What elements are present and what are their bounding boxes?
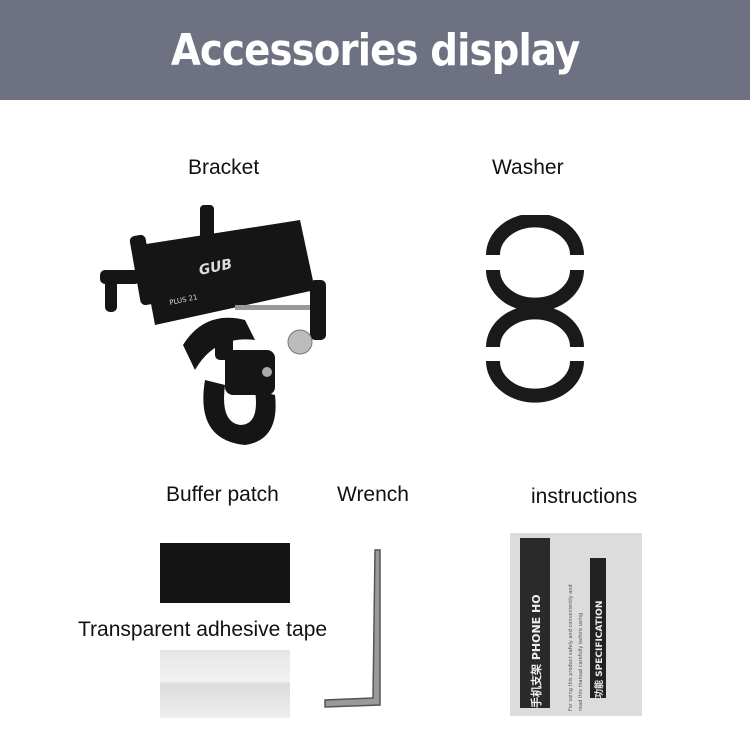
tape-label: Transparent adhesive tape <box>78 618 328 641</box>
wrench-image <box>324 549 381 708</box>
wrench-label: Wrench <box>337 483 409 506</box>
manual-line-1: For using this product safely and conven… <box>568 584 574 711</box>
manual-heading: 手机支架 PHONE HO <box>529 594 543 708</box>
bracket-brand-text: GUB <box>198 256 234 279</box>
page-title: Accessories display <box>170 24 580 76</box>
instructions-image: 手机支架 PHONE HO 功能 SPECIFICATION For using… <box>510 533 642 716</box>
header-banner: Accessories display <box>0 0 750 100</box>
buffer-patch-label: Buffer patch <box>166 483 279 506</box>
manual-line-2: read this manual carefully before using <box>578 613 584 711</box>
bracket-label: Bracket <box>188 156 260 179</box>
adhesive-tape-image <box>160 650 290 718</box>
bracket-image: GUB PLUS 21 <box>100 205 326 445</box>
washer-label: Washer <box>492 156 564 179</box>
manual-spec: 功能 SPECIFICATION <box>593 601 605 698</box>
instructions-label: instructions <box>531 485 638 508</box>
buffer-patch-image <box>160 543 290 603</box>
washer-image <box>486 215 584 403</box>
